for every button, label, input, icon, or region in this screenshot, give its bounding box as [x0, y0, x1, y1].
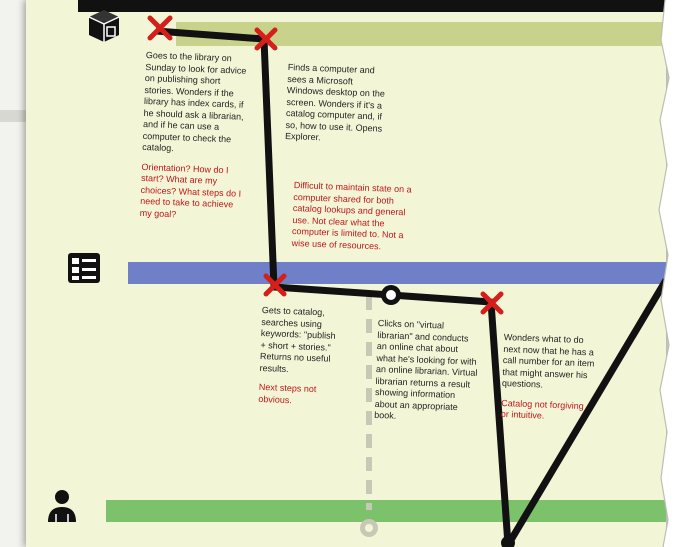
pain-point-text: Difficult to maintain state on a compute…	[291, 180, 412, 251]
person-icon	[44, 488, 80, 524]
journey-note-2: Finds a computer and sees a Microsoft Wi…	[285, 62, 388, 146]
note-text: Wonders what to do next now that he has …	[501, 332, 595, 390]
pain-point-x-icon	[480, 291, 504, 315]
journey-note-3: Gets to catalog, searches using keywords…	[258, 305, 342, 408]
lane-catalog-band	[128, 262, 666, 284]
pain-point-text: Orientation? How do I start? What are my…	[139, 161, 242, 219]
header-bar	[78, 0, 666, 12]
torn-edge	[658, 0, 689, 547]
touchpoint-node-center	[386, 290, 396, 300]
journey-note-4: Clicks on "virtual librarian" and conduc…	[374, 318, 480, 425]
journey-note-5: Wonders what to do next now that he has …	[501, 332, 596, 424]
note-text: Finds a computer and sees a Microsoft Wi…	[284, 62, 386, 143]
pain-point-x-icon	[147, 15, 173, 41]
journey-line	[155, 27, 512, 546]
note-text: Gets to catalog, searches using keywords…	[259, 305, 336, 374]
computer-cube-icon	[86, 8, 122, 44]
faded-node-center	[365, 524, 373, 532]
note-text: Clicks on "virtual librarian" and conduc…	[374, 318, 478, 421]
pain-point-text: Catalog not forgiving or intuitive.	[500, 397, 584, 421]
journey-note-1: Goes to the library on Sunday to look fo…	[140, 50, 252, 223]
note-text: Goes to the library on Sunday to look fo…	[142, 50, 247, 154]
pain-point-x-icon	[254, 27, 278, 51]
journey-path	[147, 15, 666, 547]
pain-point-x-icon	[263, 273, 287, 297]
catalog-list-icon	[66, 250, 102, 286]
pain-point-text: Next steps not obvious.	[258, 381, 317, 405]
touchpoint-node	[501, 536, 515, 547]
journey-map-sheet: Goes to the library on Sunday to look fo…	[26, 0, 666, 547]
journey-exit-line	[504, 278, 666, 547]
